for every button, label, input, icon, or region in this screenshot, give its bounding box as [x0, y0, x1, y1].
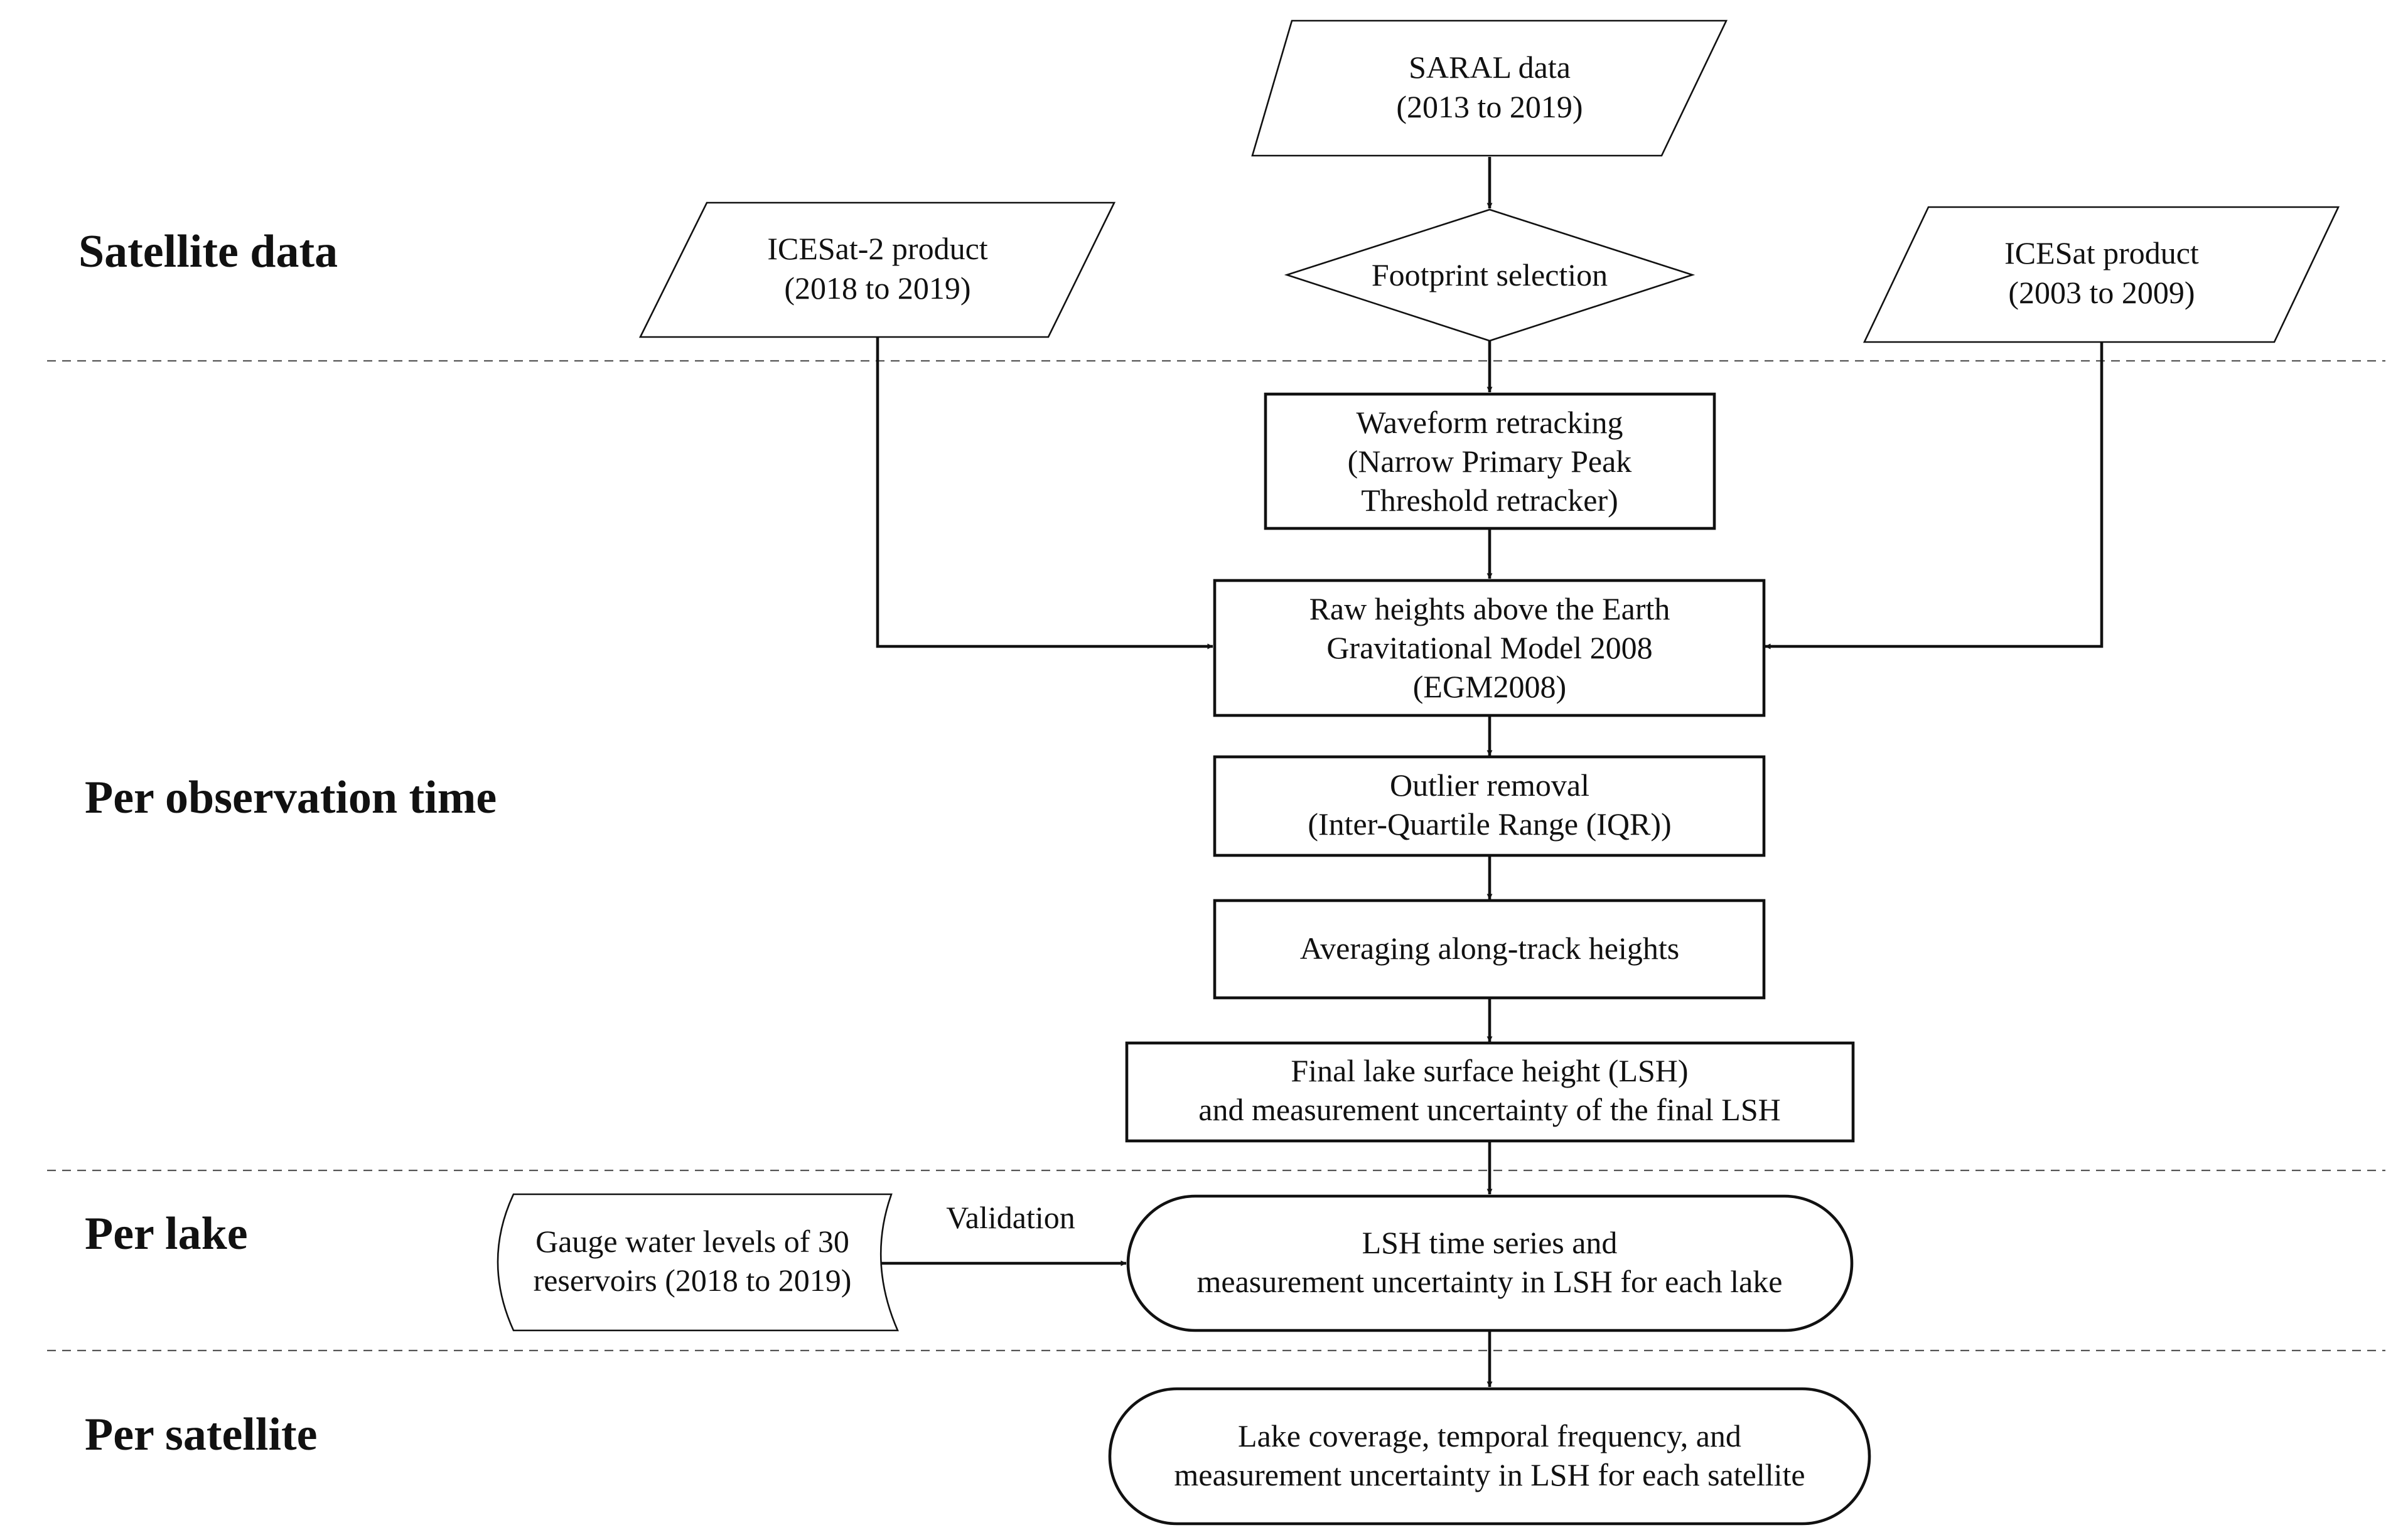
svg-text:Waveform retracking: Waveform retracking — [1357, 405, 1623, 440]
svg-text:SARAL data: SARAL data — [1409, 50, 1571, 85]
node-lsh-time-series: LSH time series and measurement uncertai… — [1126, 1194, 1854, 1332]
svg-text:LSH time series and: LSH time series and — [1362, 1225, 1618, 1260]
node-raw-heights: Raw heights above the Earth Gravitationa… — [1213, 579, 1766, 717]
node-icesat-product: ICESat product (2003 to 2009) — [1862, 206, 2340, 343]
svg-text:(Narrow Primary Peak: (Narrow Primary Peak — [1348, 444, 1632, 479]
svg-text:Averaging along-track heights: Averaging along-track heights — [1300, 931, 1679, 966]
svg-text:(Inter-Quartile Range (IQR)): (Inter-Quartile Range (IQR)) — [1308, 806, 1671, 842]
svg-text:(2013 to 2019): (2013 to 2019) — [1396, 89, 1583, 124]
node-lake-coverage: Lake coverage, temporal frequency, and m… — [1108, 1387, 1871, 1526]
edge-label-validation: Validation — [946, 1200, 1075, 1235]
svg-text:Outlier removal: Outlier removal — [1390, 768, 1589, 803]
section-label-per-observation-time: Per observation time — [85, 772, 497, 823]
svg-text:(EGM2008): (EGM2008) — [1413, 669, 1566, 704]
svg-text:Lake coverage, temporal freque: Lake coverage, temporal frequency, and — [1238, 1418, 1741, 1453]
svg-text:(2018 to 2019): (2018 to 2019) — [784, 270, 970, 306]
edge-icesat2-to-raw-heights — [876, 337, 1213, 650]
node-gauge-water-levels: Gauge water levels of 30 reservoirs (201… — [497, 1193, 899, 1332]
svg-text:Threshold retracker): Threshold retracker) — [1361, 483, 1618, 518]
node-waveform-retracking: Waveform retracking (Narrow Primary Peak… — [1264, 392, 1716, 530]
svg-text:ICESat product: ICESat product — [2004, 235, 2199, 270]
svg-text:ICESat-2 product: ICESat-2 product — [767, 231, 987, 266]
node-footprint-selection: Footprint selection — [1284, 208, 1696, 342]
svg-text:Gravitational Model 2008: Gravitational Model 2008 — [1326, 630, 1652, 665]
svg-text:Raw heights above the Earth: Raw heights above the Earth — [1309, 591, 1670, 626]
svg-text:Gauge water levels of 30: Gauge water levels of 30 — [535, 1224, 849, 1259]
svg-text:measurement uncertainty in LSH: measurement uncertainty in LSH for each … — [1174, 1457, 1805, 1492]
svg-text:Footprint selection: Footprint selection — [1372, 257, 1608, 292]
section-label-per-lake: Per lake — [85, 1208, 248, 1260]
svg-text:and measurement uncertainty of: and measurement uncertainty of the final… — [1198, 1092, 1780, 1127]
node-outlier-removal: Outlier removal (Inter-Quartile Range (I… — [1213, 755, 1766, 857]
svg-text:Final lake surface height (LSH: Final lake surface height (LSH) — [1291, 1053, 1688, 1088]
node-averaging: Averaging along-track heights — [1213, 899, 1766, 1000]
section-label-per-satellite: Per satellite — [85, 1409, 318, 1460]
node-final-lsh: Final lake surface height (LSH) and meas… — [1125, 1041, 1855, 1143]
svg-text:reservoirs (2018 to 2019): reservoirs (2018 to 2019) — [534, 1263, 852, 1298]
node-icesat2-product: ICESat-2 product (2018 to 2019) — [638, 201, 1116, 338]
svg-text:(2003 to 2009): (2003 to 2009) — [2008, 275, 2195, 310]
section-label-satellite-data: Satellite data — [78, 226, 338, 277]
edge-icesat-to-raw-heights — [1765, 342, 2104, 650]
node-saral-data: SARAL data (2013 to 2019) — [1251, 19, 1728, 157]
svg-text:measurement uncertainty in LSH: measurement uncertainty in LSH for each … — [1197, 1264, 1783, 1299]
